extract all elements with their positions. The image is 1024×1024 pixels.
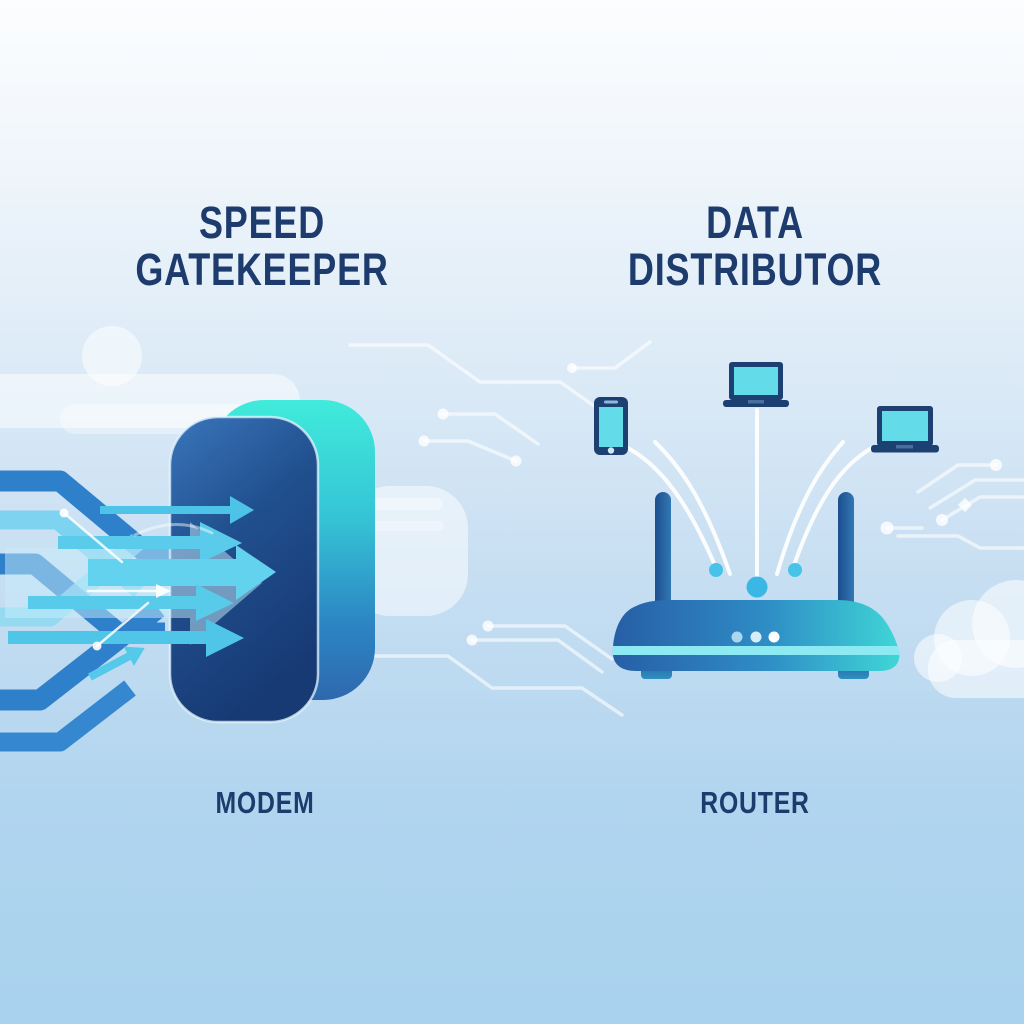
circuit-traces-decoration [348,340,1024,717]
laptop-right-icon [871,406,939,453]
modem-illustration [0,400,375,752]
right-title: DATA DISTRIBUTOR [575,199,935,294]
router-label: ROUTER [700,785,810,820]
left-title-line1: SPEED [198,197,326,248]
left-title-line2: GATEKEEPER [135,244,389,296]
modem-label: MODEM [215,785,315,820]
white-accent-lines-icon [59,508,214,651]
wifi-signal-lines-icon [622,408,874,580]
left-title: SPEED GATEKEEPER [82,199,442,294]
smartphone-icon [594,397,628,455]
right-title-line1: DATA [706,197,804,248]
right-title-line2: DISTRIBUTOR [627,244,883,296]
speed-arrows-icon [5,496,276,681]
clouds-decoration [0,326,1024,698]
router-illustration [594,362,939,679]
laptop-center-icon [723,362,789,407]
wifi-signal-dots-icon [709,563,802,598]
router-icon [612,492,900,679]
